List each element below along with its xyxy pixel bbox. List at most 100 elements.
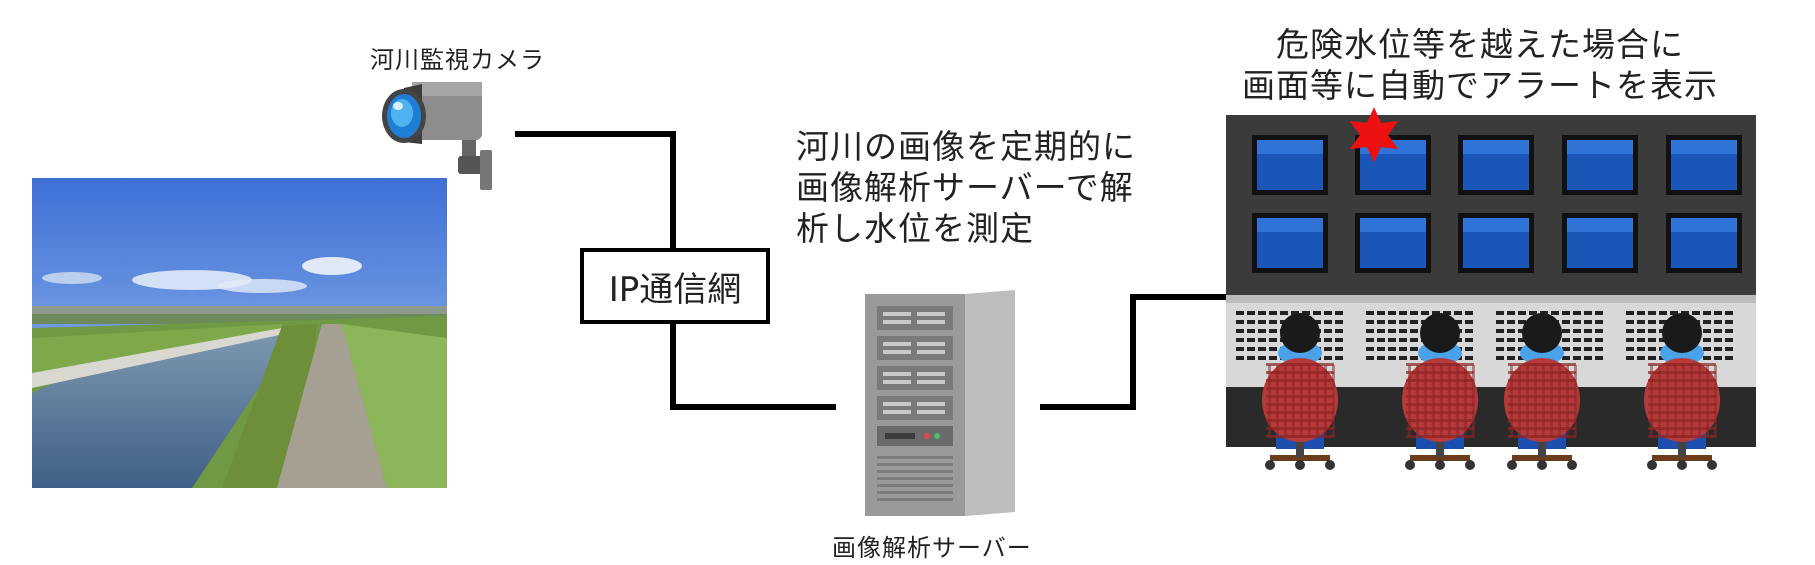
console-button <box>1595 329 1603 333</box>
link-up <box>1130 294 1136 410</box>
shirt-check <box>1266 363 1334 366</box>
console-button <box>1465 356 1473 360</box>
console-button <box>1626 338 1634 342</box>
console-button <box>1637 338 1645 342</box>
console-button <box>1302 311 1310 315</box>
console-button <box>1236 320 1244 324</box>
operator-head <box>1420 313 1460 353</box>
operator-head <box>1522 313 1562 353</box>
console-button <box>1496 347 1504 351</box>
console-button <box>1366 311 1374 315</box>
console-button <box>1258 311 1266 315</box>
shirt-check <box>1292 365 1295 437</box>
console-button <box>1388 356 1396 360</box>
console-button <box>1335 320 1343 324</box>
console-button <box>1573 338 1581 342</box>
shirt-check <box>1332 365 1335 437</box>
shirt-check <box>1448 365 1451 437</box>
console-button <box>1335 329 1343 333</box>
alert-note: 危険水位等を越えた場合に 画面等に自動でアラートを表示 <box>1240 24 1720 106</box>
console-button <box>1507 320 1515 324</box>
chair-wheel <box>1405 460 1415 470</box>
console-button <box>1313 311 1321 315</box>
console-button <box>1725 320 1733 324</box>
console-button <box>1637 347 1645 351</box>
shirt-check <box>1658 365 1661 437</box>
console-button <box>1258 338 1266 342</box>
console-button <box>1324 311 1332 315</box>
console-button <box>1725 347 1733 351</box>
console-button <box>1584 320 1592 324</box>
console-button <box>1410 347 1418 351</box>
console-button <box>1454 311 1462 315</box>
console-button <box>1399 338 1407 342</box>
console-button <box>1324 320 1332 324</box>
console-button <box>1725 338 1733 342</box>
console-button <box>1258 320 1266 324</box>
console-button <box>1366 320 1374 324</box>
monitor-display-highlight <box>1671 218 1737 232</box>
link-network-down <box>670 322 676 410</box>
console-button <box>1714 329 1722 333</box>
console-button <box>1335 356 1343 360</box>
console-button <box>1496 338 1504 342</box>
console-button <box>1670 311 1678 315</box>
console-button <box>1573 329 1581 333</box>
console-button <box>1584 329 1592 333</box>
console-button <box>1324 356 1332 360</box>
console-button <box>1247 329 1255 333</box>
console-button <box>1247 338 1255 342</box>
console-button <box>1507 356 1515 360</box>
console-button <box>1648 329 1656 333</box>
chair-wheel <box>1707 460 1717 470</box>
chair-base <box>1270 455 1330 461</box>
console-button <box>1410 329 1418 333</box>
shirt-check <box>1276 365 1279 437</box>
console-button <box>1725 311 1733 315</box>
console-button <box>1562 347 1570 351</box>
console-button <box>1236 347 1244 351</box>
console-button <box>1388 311 1396 315</box>
shirt-check <box>1268 365 1271 437</box>
shirt-check <box>1526 365 1529 437</box>
console-button <box>1324 329 1332 333</box>
console-button <box>1681 311 1689 315</box>
console-button <box>1626 356 1634 360</box>
console-button <box>1247 347 1255 351</box>
console-button <box>1648 338 1656 342</box>
shirt-check <box>1408 365 1411 437</box>
monitor-display-highlight <box>1360 218 1426 232</box>
chair-post <box>1296 435 1304 457</box>
console-button <box>1410 356 1418 360</box>
console-button <box>1443 311 1451 315</box>
console-button <box>1366 329 1374 333</box>
console-button <box>1518 329 1526 333</box>
console-button <box>1247 311 1255 315</box>
process-note: 河川の画像を定期的に 画像解析サーバーで解 析し水位を測定 <box>796 126 1136 249</box>
shirt-check <box>1510 365 1513 437</box>
monitoring-room-icon <box>1226 107 1756 470</box>
shirt-check <box>1308 365 1311 437</box>
console-button <box>1269 329 1277 333</box>
shirt-check <box>1416 365 1419 437</box>
console-button <box>1595 338 1603 342</box>
console-button <box>1714 311 1722 315</box>
console-button <box>1659 320 1667 324</box>
console-button <box>1377 329 1385 333</box>
console-button <box>1562 311 1570 315</box>
console-button <box>1388 338 1396 342</box>
console-button <box>1247 356 1255 360</box>
console-button <box>1269 356 1277 360</box>
console-button <box>1703 356 1711 360</box>
shirt-check <box>1508 363 1576 366</box>
console-button <box>1507 338 1515 342</box>
shirt-check <box>1518 365 1521 437</box>
monitor-display-highlight <box>1567 140 1633 154</box>
console-button <box>1399 347 1407 351</box>
link-to-server <box>670 404 836 410</box>
console-button <box>1432 311 1440 315</box>
console-button <box>1562 338 1570 342</box>
alert-note-line: 危険水位等を越えた場合に <box>1276 25 1684 64</box>
console-button <box>1584 311 1592 315</box>
console-button <box>1573 311 1581 315</box>
